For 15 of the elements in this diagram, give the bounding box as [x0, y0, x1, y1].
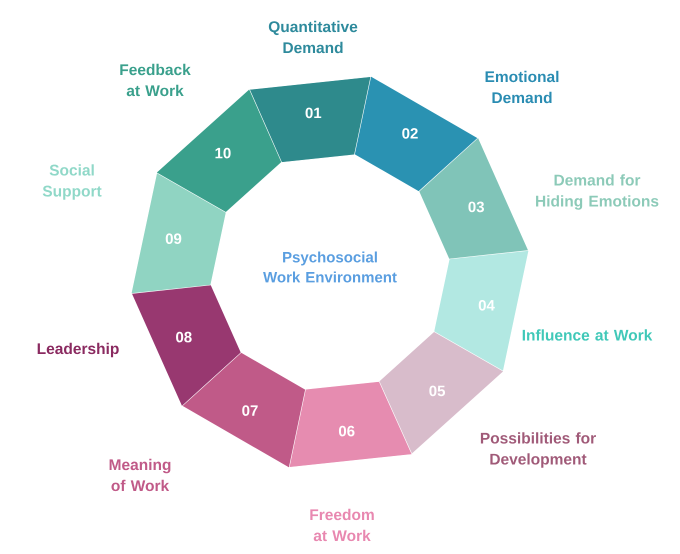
- segment-label: Social Support: [42, 164, 102, 200]
- segment-label: Demand for Hiding Emotions: [536, 174, 658, 210]
- segment-label: Emotional Demand: [486, 70, 558, 104]
- ring-segment: 02: [354, 76, 480, 192]
- segment-label: Meaning of Work: [110, 458, 170, 492]
- segment-label: Quantitative Demand: [268, 20, 358, 54]
- ring-segment: 03: [418, 137, 530, 260]
- ring-segment: 01: [248, 76, 373, 163]
- segment-label: Freedom at Work: [310, 508, 374, 542]
- ring-segment: 08: [130, 284, 242, 407]
- center-title: Psychosocial Work Environment: [263, 251, 397, 282]
- ring-segment: 06: [287, 381, 412, 468]
- ring-segment: 07: [180, 352, 306, 468]
- ring-segment: 09: [130, 171, 227, 294]
- segment-label: Leadership: [38, 342, 119, 358]
